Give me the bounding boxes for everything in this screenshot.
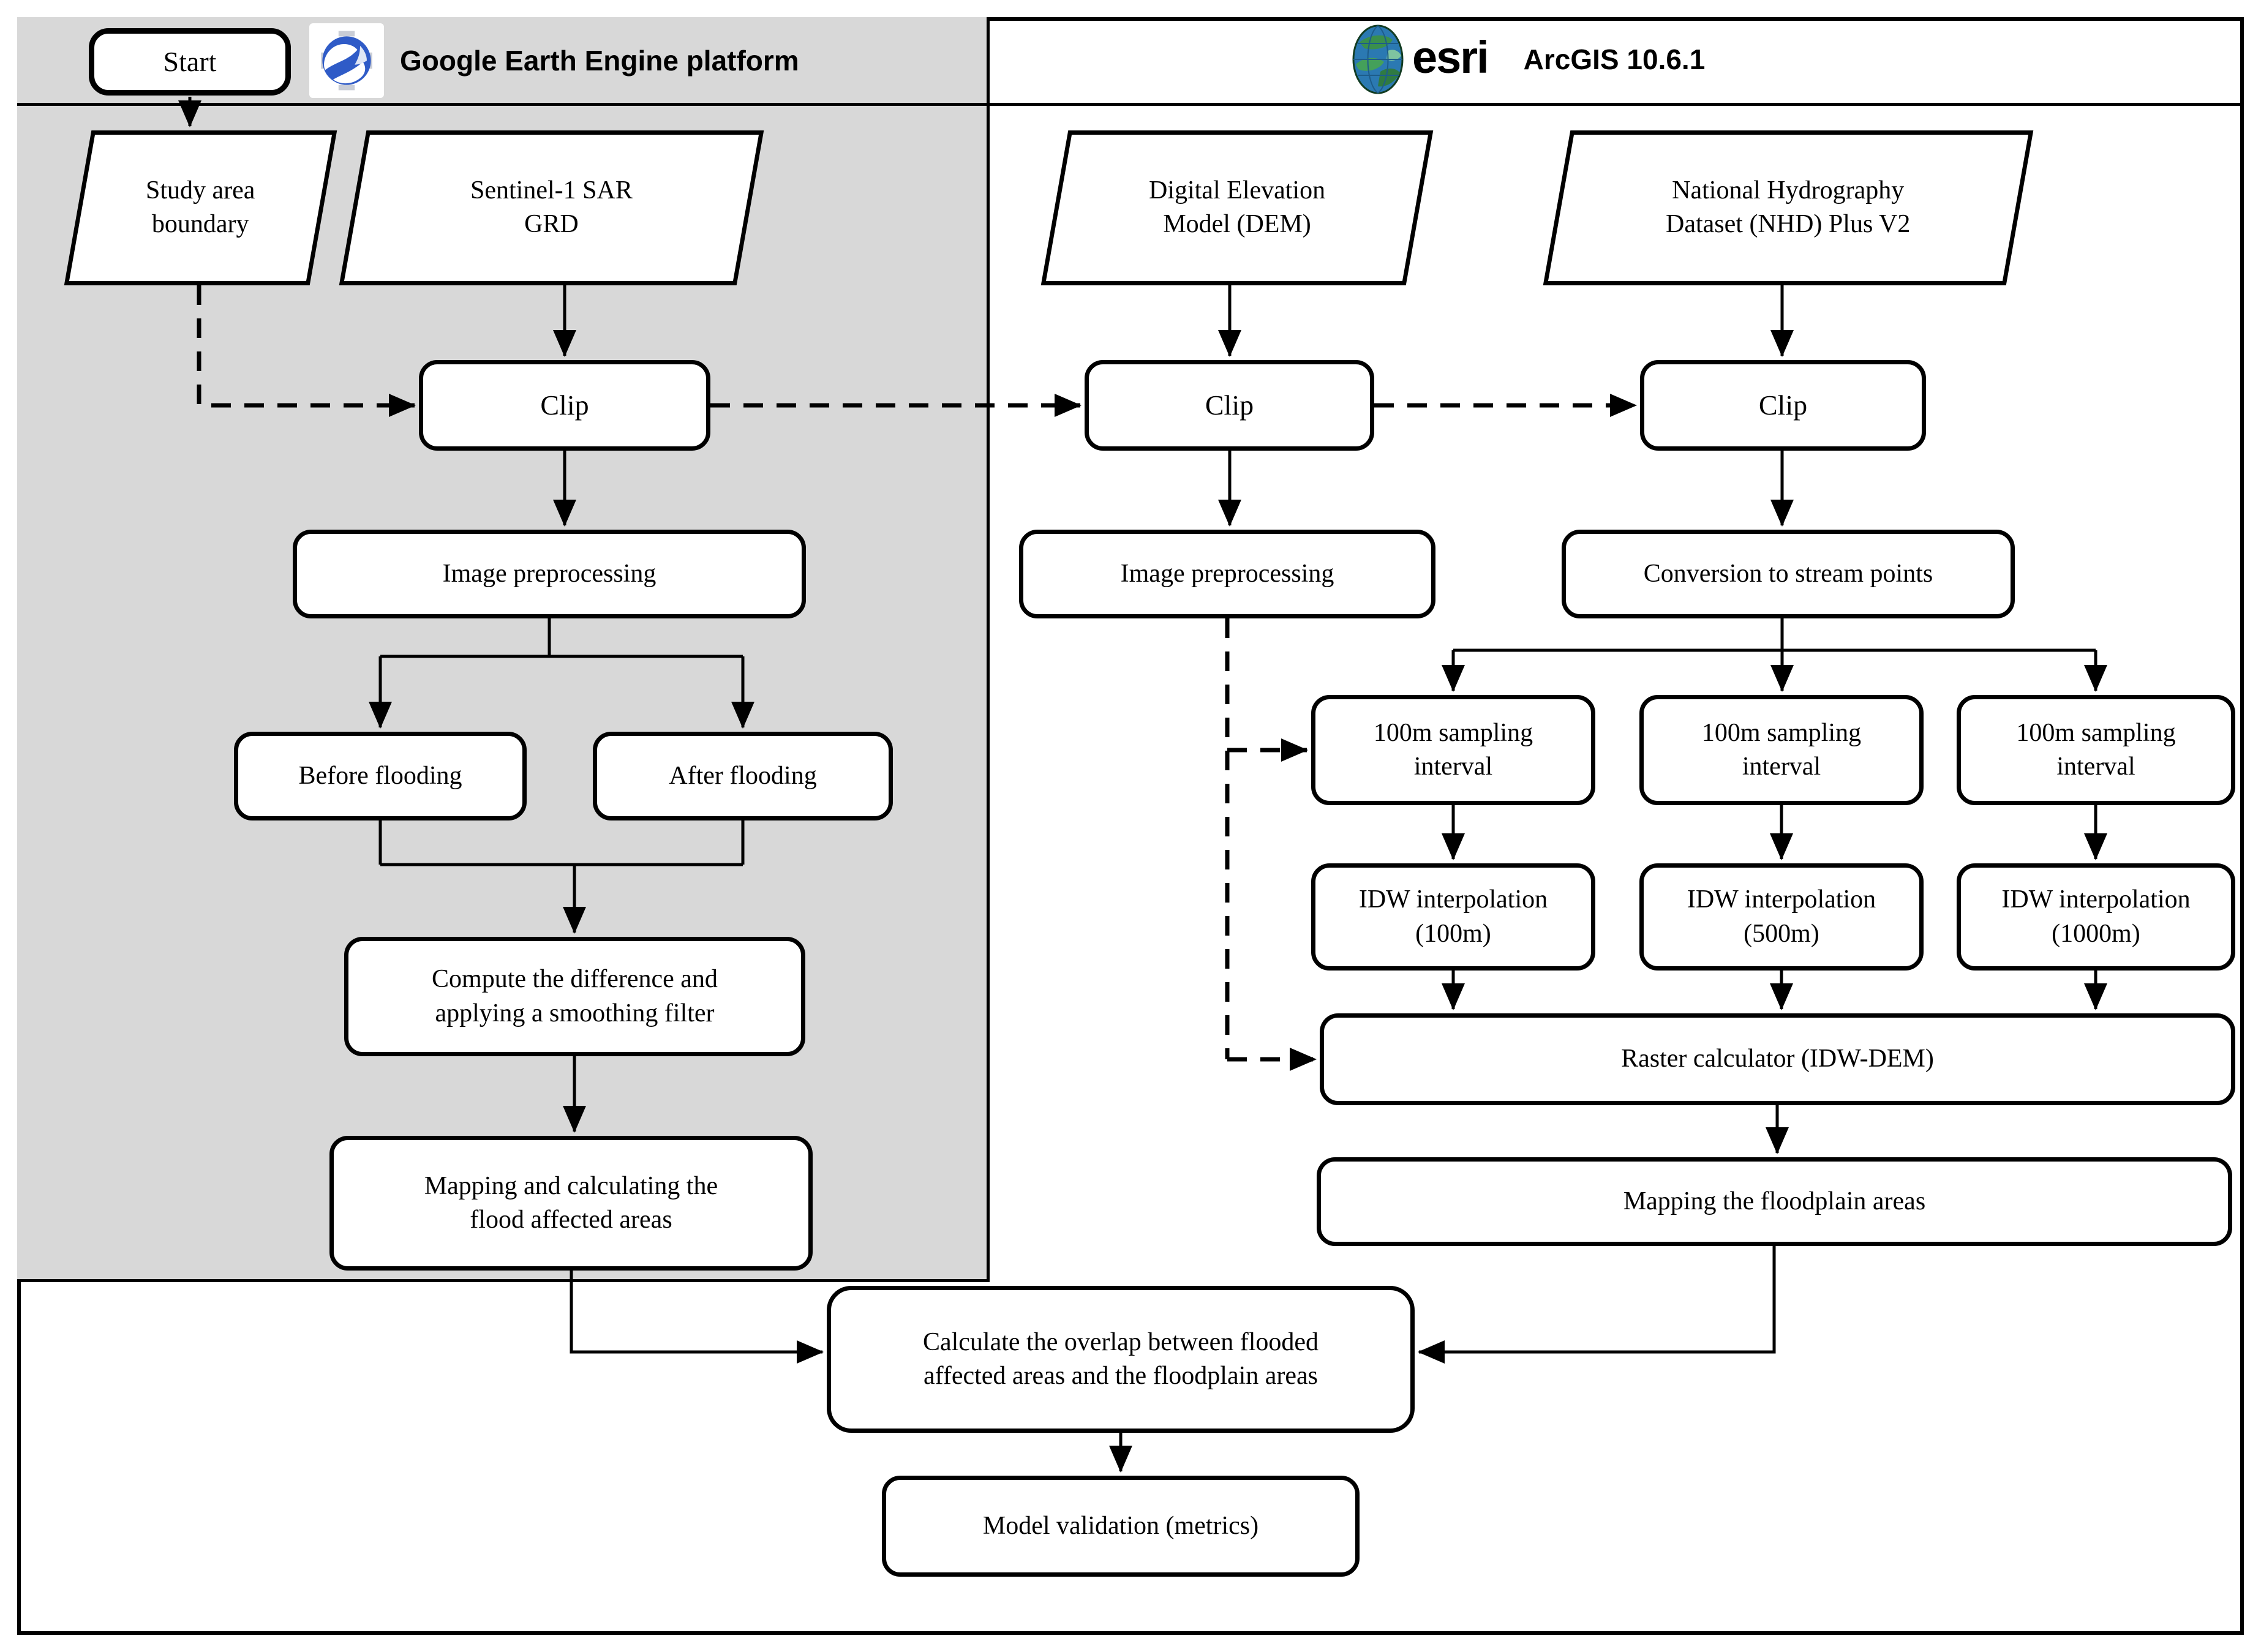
solid-connectors [178,97,2107,1473]
esri-wordmark: esri [1412,31,1489,83]
node-clip-dem: Clip [1085,360,1374,451]
node-calculate-overlap: Calculate the overlap between flooded af… [827,1286,1415,1433]
node-sampling-interval-3: 100m sampling interval [1957,695,2235,805]
node-idw-1000m: IDW interpolation (1000m) [1957,863,2235,971]
node-image-preprocessing-arcgis: Image preprocessing [1019,530,1435,618]
node-after-flooding: After flooding [593,732,893,820]
node-conversion-stream-points: Conversion to stream points [1562,530,2015,618]
node-idw-100m: IDW interpolation (100m) [1311,863,1595,971]
esri-globe-icon [1352,24,1404,94]
gee-header: Google Earth Engine platform [309,22,799,99]
node-sampling-interval-2: 100m sampling interval [1639,695,1924,805]
node-study-area-boundary: Study area boundary [64,130,337,285]
dashed-connectors [197,285,1637,1071]
node-raster-calculator: Raster calculator (IDW-DEM) [1320,1013,2235,1105]
node-image-preprocessing-gee: Image preprocessing [293,530,806,618]
node-dem: Digital Elevation Model (DEM) [1040,130,1434,285]
node-compute-difference: Compute the difference and applying a sm… [344,937,805,1056]
header-divider-line [17,103,2244,106]
node-mapping-flood-areas: Mapping and calculating the flood affect… [329,1136,813,1271]
node-start: Start [89,28,291,96]
node-clip-sar: Clip [419,360,710,451]
node-model-validation: Model validation (metrics) [882,1476,1360,1577]
gee-header-title: Google Earth Engine platform [400,45,799,77]
node-sampling-interval-1: 100m sampling interval [1311,695,1595,805]
node-sentinel-1-sar-grd: Sentinel-1 SAR GRD [339,130,764,285]
node-mapping-floodplain: Mapping the floodplain areas [1317,1157,2232,1246]
node-clip-nhd: Clip [1640,360,1926,451]
google-earth-icon [309,23,384,98]
node-nhd-plus-v2: National Hydrography Dataset (NHD) Plus … [1543,130,2034,285]
arcgis-header-title: ArcGIS 10.6.1 [1523,43,1706,75]
node-idw-500m: IDW interpolation (500m) [1639,863,1924,971]
arcgis-header: esri ArcGIS 10.6.1 [1352,23,1705,96]
node-before-flooding: Before flooding [234,732,527,820]
